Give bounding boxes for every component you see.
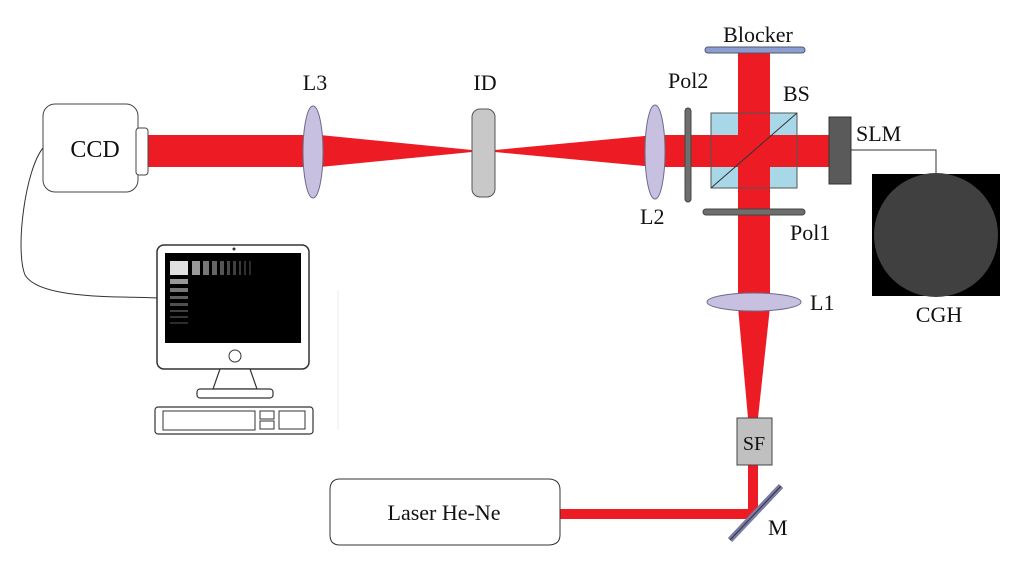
monitor-base bbox=[196, 388, 274, 399]
sf-label: SF bbox=[743, 433, 765, 455]
beam-sf-to-l1 bbox=[738, 307, 770, 418]
power-button bbox=[228, 349, 242, 363]
iris-label: ID bbox=[473, 70, 496, 95]
polarizer-pol2: Pol2 bbox=[668, 68, 708, 203]
polarizer-pol1: Pol1 bbox=[702, 208, 830, 245]
beam-laser-to-mirror bbox=[560, 509, 752, 519]
beam-id-to-l3 bbox=[320, 135, 472, 167]
slm-cable bbox=[851, 149, 937, 174]
mirror-label: M bbox=[768, 515, 788, 540]
lens-l1: L1 bbox=[706, 290, 834, 315]
blocker-label: Blocker bbox=[723, 22, 793, 47]
laser-he-ne: Laser He-Ne bbox=[329, 478, 561, 546]
iris-shape bbox=[471, 108, 496, 198]
sf-box bbox=[736, 417, 773, 466]
ccd-camera: CCD bbox=[20, 103, 159, 299]
beam-l2-to-id bbox=[495, 135, 655, 167]
slm-label: SLM bbox=[856, 121, 901, 146]
keypad bbox=[278, 410, 306, 430]
mirror-m: M bbox=[727, 483, 788, 543]
iris-diaphragm: ID bbox=[471, 70, 497, 198]
ccd-label: CCD bbox=[70, 137, 119, 163]
lens-l3-label: L3 bbox=[303, 70, 327, 95]
cgh: CGH bbox=[872, 173, 1000, 327]
beam-splitter: BS bbox=[710, 81, 810, 189]
lens-l3-shape bbox=[302, 105, 324, 199]
pol1-shape bbox=[702, 208, 806, 216]
ccd-lens-mount bbox=[135, 127, 149, 176]
laser-body bbox=[329, 478, 561, 546]
blocker-shape bbox=[704, 46, 806, 54]
pol2-shape bbox=[684, 107, 692, 203]
lens-l3: L3 bbox=[302, 70, 327, 199]
blocker: Blocker bbox=[704, 22, 806, 54]
lens-l2-label: L2 bbox=[640, 204, 664, 229]
laser-label: Laser He-Ne bbox=[388, 500, 501, 525]
webcam-dot bbox=[232, 247, 236, 251]
lens-l2: L2 bbox=[640, 104, 666, 229]
slm-panel bbox=[828, 116, 852, 185]
keyboard-keys bbox=[162, 410, 256, 431]
computer bbox=[154, 244, 314, 435]
cgh-label: CGH bbox=[916, 302, 963, 327]
interference-pattern bbox=[170, 261, 251, 324]
beam-l3-to-ccd bbox=[148, 135, 313, 167]
ccd-cable bbox=[20, 147, 159, 299]
cgh-disk bbox=[874, 173, 998, 297]
lens-l1-shape bbox=[706, 292, 802, 312]
slm: SLM bbox=[828, 116, 937, 185]
bs-label: BS bbox=[783, 81, 810, 106]
pol1-label: Pol1 bbox=[790, 220, 830, 245]
monitor-stand bbox=[212, 368, 258, 390]
pol2-label: Pol2 bbox=[668, 68, 708, 93]
lens-l2-shape bbox=[644, 104, 666, 200]
spatial-filter: SF bbox=[736, 417, 773, 466]
bs-diagonal bbox=[710, 112, 798, 189]
beam-mirror-to-sf bbox=[748, 465, 758, 515]
lens-l1-label: L1 bbox=[810, 290, 834, 315]
